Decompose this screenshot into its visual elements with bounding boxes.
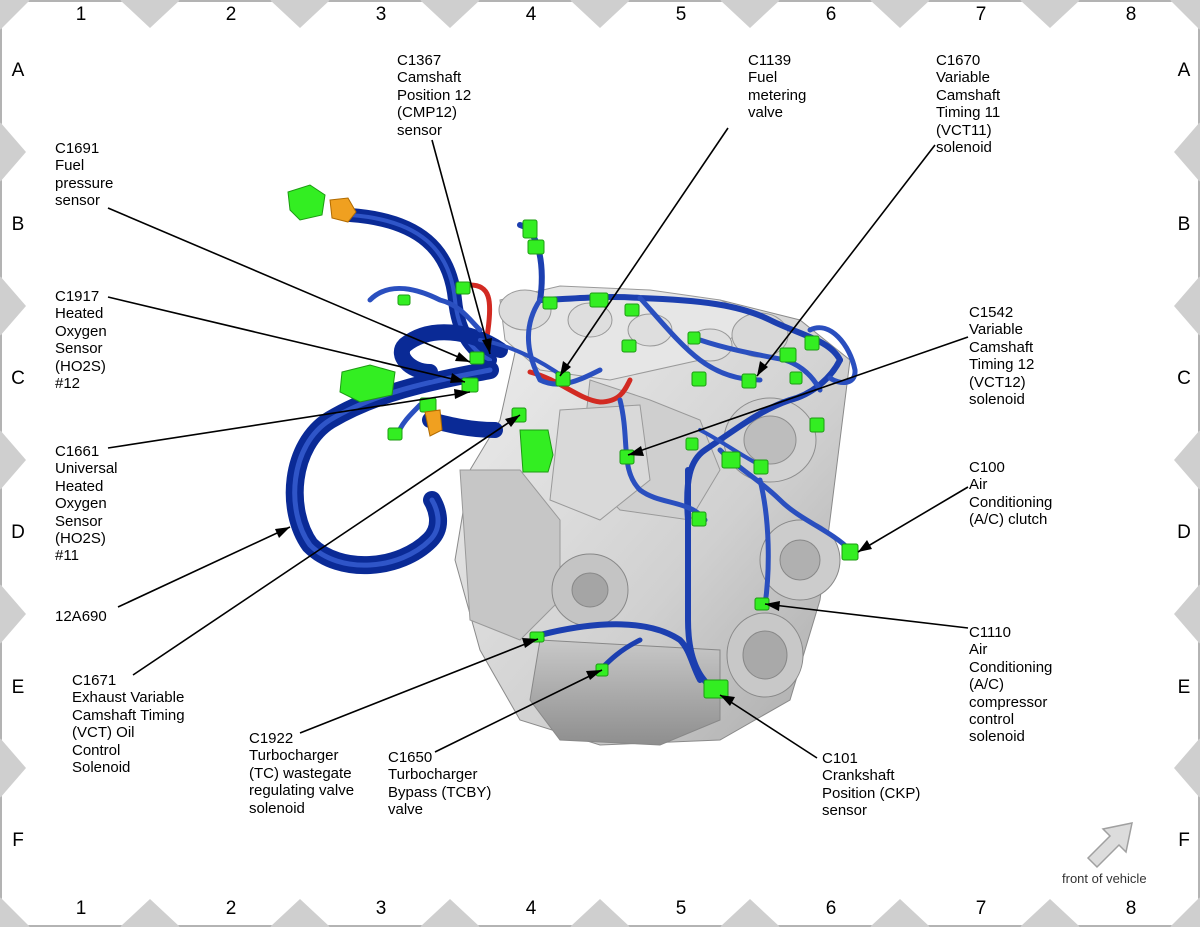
label-c1670-vct11-solenoid: C1670 Variable Camshaft Timing 11 (VCT11… <box>936 52 1001 157</box>
grid-col-2-top: 2 <box>225 4 237 25</box>
label-c1367-camshaft-position-sensor: C1367 Camshaft Position 12 (CMP12) senso… <box>397 52 472 139</box>
grid-col-8-top: 8 <box>1125 4 1137 25</box>
grid-col-2-bottom: 2 <box>225 898 237 919</box>
grid-col-3-bottom: 3 <box>375 898 387 919</box>
red-wires <box>467 282 633 405</box>
label-c1110-ac-compressor-solenoid: C1110 Air Conditioning (A/C) compressor … <box>969 624 1053 746</box>
label-c1671-exhaust-vct-solenoid: C1671 Exhaust Variable Camshaft Timing (… <box>72 672 185 777</box>
grid-row-e-left: E <box>11 677 25 698</box>
grid-row-a-left: A <box>11 60 25 81</box>
grid-row-d-left: D <box>11 522 25 543</box>
grid-markers-right <box>1174 122 1200 798</box>
grid-col-4-top: 4 <box>525 4 537 25</box>
grid-col-8-bottom: 8 <box>1125 898 1137 919</box>
grid-col-1-top: 1 <box>75 4 87 25</box>
grid-col-6-top: 6 <box>825 4 837 25</box>
grid-row-b-right: B <box>1177 214 1191 235</box>
grid-col-7-bottom: 7 <box>975 898 987 919</box>
grid-col-5-bottom: 5 <box>675 898 687 919</box>
label-c1139-fuel-metering-valve: C1139 Fuel metering valve <box>748 52 807 122</box>
grid-row-f-right: F <box>1178 830 1190 851</box>
grid-row-a-right: A <box>1177 60 1191 81</box>
grid-markers-bottom <box>0 897 1200 927</box>
grid-row-c-left: C <box>11 368 25 389</box>
grid-markers-top <box>0 0 1200 30</box>
label-12a690-harness: 12A690 <box>55 608 107 625</box>
engine-block <box>454 285 851 746</box>
grid-col-1-bottom: 1 <box>75 898 87 919</box>
label-c100-ac-clutch: C100 Air Conditioning (A/C) clutch <box>969 459 1053 529</box>
leader-lines <box>107 127 969 759</box>
front-of-vehicle-label: front of vehicle <box>1062 871 1147 886</box>
main-harness <box>285 208 508 575</box>
label-c1542-vct12-solenoid: C1542 Variable Camshaft Timing 12 (VCT12… <box>969 304 1035 409</box>
label-c1661-uho2s-11: C1661 Universal Heated Oxygen Sensor (HO… <box>55 443 118 565</box>
label-c101-crankshaft-position-sensor: C101 Crankshaft Position (CKP) sensor <box>822 750 921 820</box>
orange-connectors <box>329 197 443 437</box>
label-c1691-fuel-pressure-sensor: C1691 Fuel pressure sensor <box>55 140 114 210</box>
label-c1922-turbo-wastegate-solenoid: C1922 Turbocharger (TC) wastegate regula… <box>249 730 355 817</box>
grid-markers-left <box>0 122 26 798</box>
label-c1917-ho2s-12: C1917 Heated Oxygen Sensor (HO2S) #12 <box>55 288 107 393</box>
grid-row-d-right: D <box>1177 522 1191 543</box>
label-c1650-turbo-bypass-valve: C1650 Turbocharger Bypass (TCBY) valve <box>388 749 492 819</box>
arrow-up-right-icon <box>1086 822 1133 869</box>
grid-row-b-left: B <box>11 214 25 235</box>
grid-col-5-top: 5 <box>675 4 687 25</box>
grid-col-4-bottom: 4 <box>525 898 537 919</box>
grid-col-6-bottom: 6 <box>825 898 837 919</box>
leader-arrowheads <box>275 338 872 706</box>
grid-row-e-right: E <box>1177 677 1191 698</box>
grid-col-7-top: 7 <box>975 4 987 25</box>
grid-row-c-right: C <box>1177 368 1191 389</box>
grid-row-f-left: F <box>12 830 24 851</box>
grid-col-3-top: 3 <box>375 4 387 25</box>
